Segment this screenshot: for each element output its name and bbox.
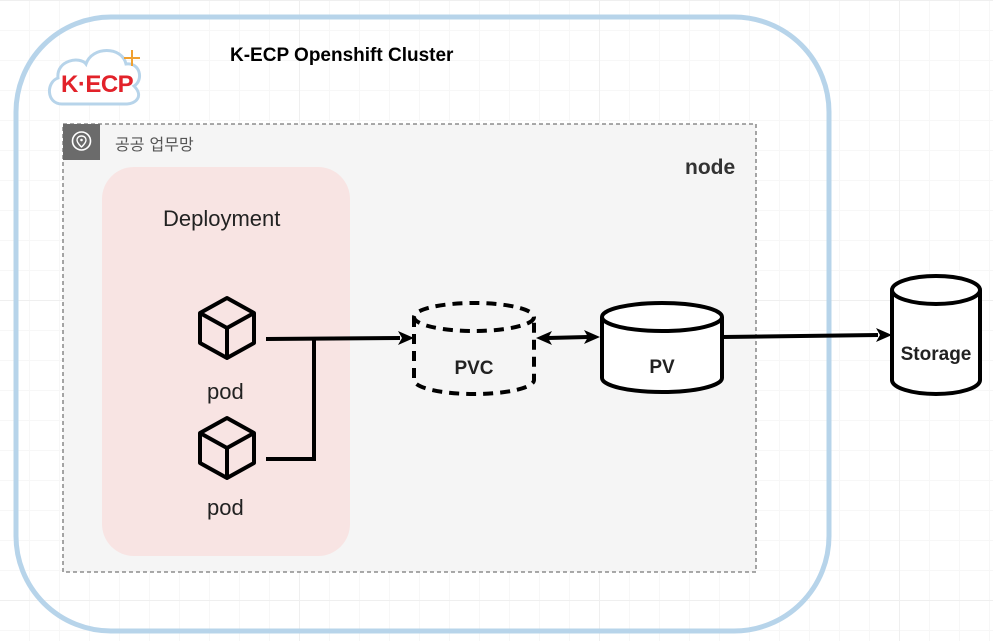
pvc-pv-connector	[547, 335, 589, 340]
sparkle-icon	[124, 50, 140, 66]
node-label: node	[685, 156, 736, 179]
storage-label: Storage	[900, 344, 972, 365]
pv-cylinder	[600, 301, 724, 394]
logo-text: K·ECP	[61, 71, 134, 98]
pod-to-pvc-connector	[265, 336, 401, 461]
cluster-title: K-ECP Openshift Cluster	[230, 45, 454, 66]
pod-cube-icon-2	[198, 416, 256, 480]
cluster-container	[13, 14, 832, 634]
cloud-icon	[48, 49, 142, 106]
arrowhead-storage-in	[876, 328, 892, 342]
pod-label-2: pod	[207, 495, 244, 520]
arrowhead-pvc-side	[536, 331, 552, 345]
pvc-cylinder	[412, 301, 536, 396]
pv-label: PV	[649, 357, 675, 378]
pvc-label: PVC	[454, 358, 494, 379]
arrowhead-pv-side	[584, 330, 600, 344]
pv-storage-connector	[722, 333, 879, 339]
location-pin-icon	[63, 124, 100, 160]
pod-cube-icon-1	[198, 296, 256, 360]
pod-label-1: pod	[207, 379, 244, 404]
arrowhead-pvc-in	[398, 331, 414, 345]
storage-cylinder	[890, 274, 982, 396]
deployment-label: Deployment	[163, 206, 281, 231]
zone-label: 공공 업무망	[115, 135, 194, 154]
